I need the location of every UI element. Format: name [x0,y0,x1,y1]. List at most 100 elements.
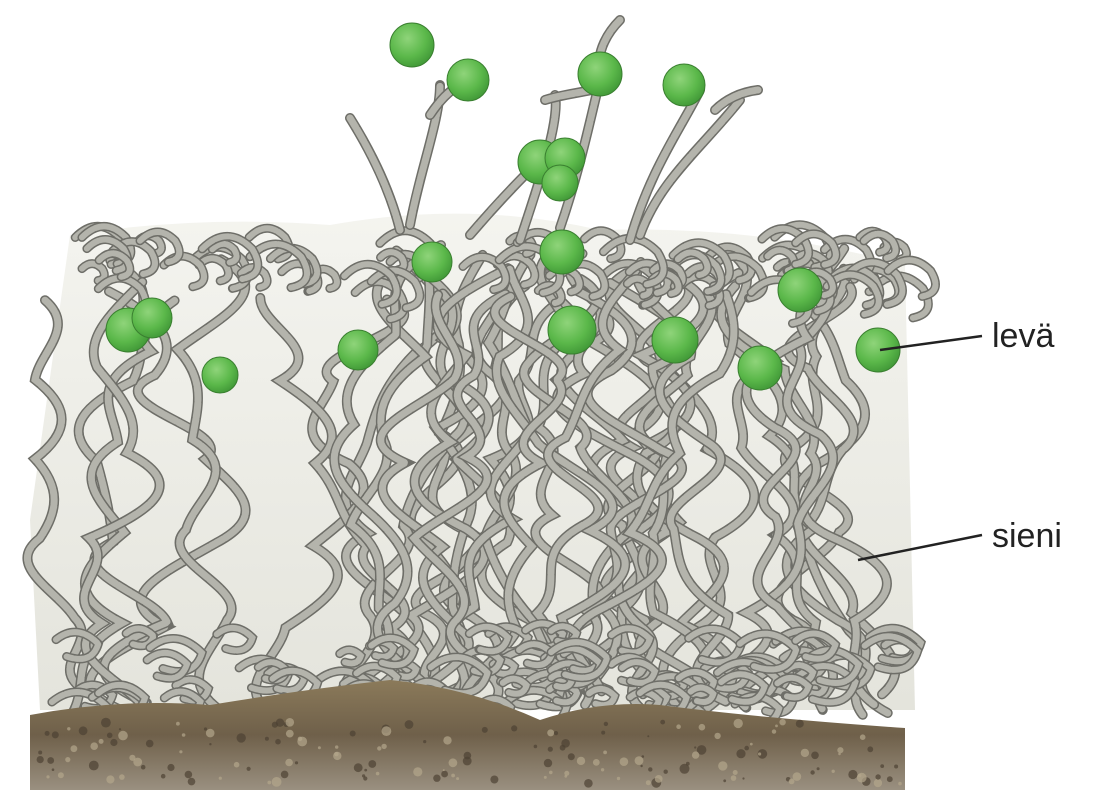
soil-speckle [286,718,295,727]
soil-speckle [664,770,668,774]
soil-speckle [37,756,44,763]
soil-speckle [451,774,455,778]
soil-speckle [894,765,898,769]
soil-speckle [723,779,726,782]
alga-cell [540,230,584,274]
soil-speckle [58,772,64,778]
soil-speckle [660,720,665,725]
soil-speckle [620,757,629,766]
soil-speckle [381,744,386,749]
alga-cell [412,242,452,282]
soil-speckle [423,740,426,743]
soil-speckle [46,775,49,778]
soil-speckle [295,761,298,764]
soil-speckle [577,757,585,765]
soil-speckle [67,727,70,730]
soil-speckle [549,771,553,775]
soil-speckle [281,771,289,779]
soil-speckle [887,776,893,782]
soil-speckle [860,734,866,740]
soil-speckle [617,777,620,780]
soil-speckle [635,756,644,765]
soil-speckle [285,759,293,767]
soil-speckle [297,737,307,747]
soil-speckle [655,775,663,783]
soil-speckle [363,776,367,780]
soil-speckle [772,729,776,733]
soil-speckle [564,771,569,776]
soil-speckle [47,757,54,764]
soil-speckle [90,742,98,750]
soil-speckle [188,778,196,786]
alga-cell [338,330,378,370]
soil-speckle [867,746,873,752]
alga-cell [542,165,578,201]
alga-cell [856,328,900,372]
alga-cell [578,52,622,96]
soil-speckle [779,719,785,725]
soil-speckle [793,772,802,781]
soil-speckle [354,763,363,772]
soil-speckle [449,758,458,767]
soil-speckle [234,762,240,768]
soil-speckle [875,774,880,779]
soil-speckle [686,762,690,766]
soil-speckle [377,746,381,750]
alga-cell [652,317,698,363]
soil-speckle [368,760,376,768]
soil-speckle [119,774,125,780]
soil-speckle [71,745,78,752]
soil-speckle [350,731,356,737]
soil-speckle [364,769,367,772]
soil-speckle [548,747,553,752]
soil-speckle [699,724,706,731]
soil-speckle [167,764,174,771]
soil-speckle [731,775,737,781]
soil-speckle [544,759,552,767]
soil-speckle [286,730,294,738]
soil-speckle [898,782,902,786]
soil-speckle [79,726,88,735]
soil-speckle [272,722,278,728]
soil-speckle [482,727,488,733]
soil-speckle [694,746,696,748]
soil-speckle [796,720,804,728]
soil-speckle [810,770,814,774]
soil-speckle [640,765,642,767]
soil-speckle [133,758,142,767]
soil-speckle [237,733,246,742]
alga-cell [663,64,705,106]
soil-speckle [750,743,753,746]
soil-speckle [52,768,55,771]
alga-label: levä [992,319,1054,353]
soil-speckle [265,737,269,741]
soil-speckle [603,751,607,755]
soil-speckle [604,722,608,726]
soil-speckle [456,777,459,780]
soil-speckle [267,781,271,785]
soil-speckle [692,751,699,758]
soil-speckle [318,746,321,749]
soil-speckle [272,777,282,787]
alga-cell [738,346,782,390]
alga-cell [132,298,172,338]
soil-speckle [718,761,727,770]
soil-speckle [247,767,251,771]
soil-speckle [382,726,392,736]
soil-speckle [146,740,154,748]
soil-speckle [413,767,422,776]
soil-speckle [714,733,720,739]
soil-speckle [219,777,222,780]
soil-speckle [744,746,749,751]
soil-speckle [801,749,809,757]
soil-speckle [110,739,117,746]
soil-speckle [185,771,193,779]
soil-speckle [560,745,566,751]
soil-speckle [593,759,600,766]
soil-speckle [101,718,111,728]
soil-speckle [811,752,819,760]
soil-speckle [441,771,448,778]
fungus-label: sieni [992,519,1062,553]
soil-speckle [204,727,207,730]
soil-speckle [206,729,215,738]
